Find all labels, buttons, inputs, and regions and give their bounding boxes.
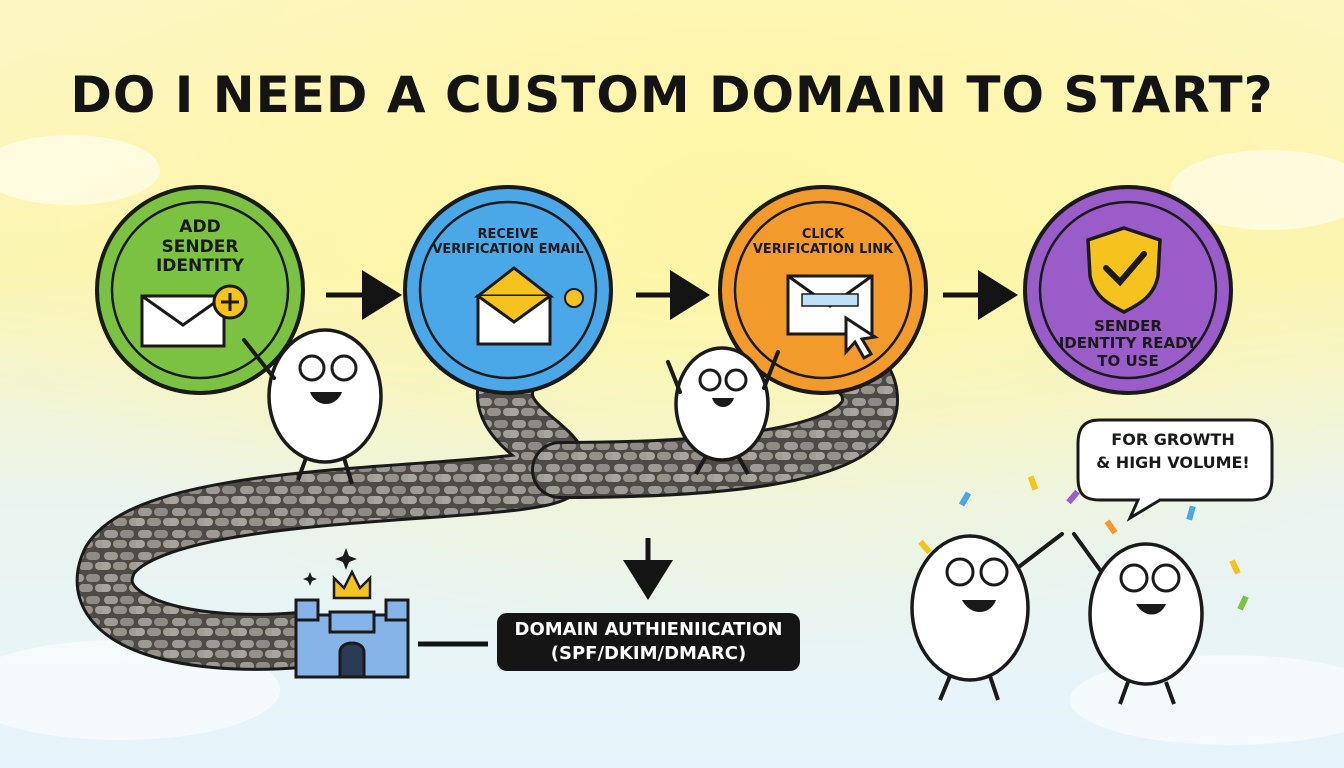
- step-label-line: SENDER: [161, 236, 239, 257]
- step-label-line: VERIFICATION LINK: [752, 241, 894, 257]
- step-label-identity-ready: SENDER IDENTITY READY TO USE: [1040, 317, 1216, 370]
- envelope-plus-icon: [140, 284, 248, 348]
- confetti: [918, 475, 1249, 611]
- step-label-click-link: CLICK VERIFICATION LINK: [740, 227, 906, 258]
- page-title: DO I NEED A CUSTOM DOMAIN TO START?: [70, 66, 1274, 124]
- domain-authentication-box: DOMAIN AUTHIENIICATION (SPF/DKIM/DMARC): [497, 613, 800, 671]
- step-label-line: RECEIVE: [477, 227, 539, 242]
- mascot-cheering: [666, 346, 780, 475]
- speech-bubble-line: & HIGH VOLUME!: [1096, 453, 1250, 473]
- mascot-high-five-left: [910, 532, 1064, 701]
- speech-bubble-line: FOR GROWTH: [1111, 430, 1235, 449]
- open-envelope-icon: [473, 266, 584, 346]
- step-label-line: IDENTITY: [155, 256, 245, 277]
- mascot-high-five-right: [1072, 532, 1204, 705]
- shield-check-icon: [1086, 226, 1162, 314]
- domain-box-line: DOMAIN AUTHIENIICATION: [514, 618, 783, 640]
- crown-icon: [332, 569, 372, 600]
- sparkle-icon: [303, 548, 357, 586]
- step-label-line: CLICK: [801, 227, 845, 242]
- step-label-line: ADD: [179, 217, 221, 237]
- domain-box-line: (SPF/DKIM/DMARC): [550, 643, 747, 664]
- step-label-add-sender: ADD SENDER IDENTITY: [135, 217, 265, 277]
- speech-bubble-text: FOR GROWTH & HIGH VOLUME!: [1088, 428, 1258, 474]
- castle-icon: [294, 598, 410, 679]
- step-label-line: IDENTITY READY: [1058, 334, 1198, 353]
- step-label-line: SENDER: [1094, 317, 1162, 335]
- mascot-pointing: [242, 328, 383, 485]
- step-label-line: TO USE: [1097, 351, 1159, 370]
- speech-bubble: [1076, 418, 1274, 522]
- step-label-line: VERIFICATION EMAIL: [432, 241, 584, 257]
- envelope-cursor-icon: [786, 274, 880, 361]
- step-label-receive-email: RECEIVE VERIFICATION EMAIL: [418, 227, 598, 258]
